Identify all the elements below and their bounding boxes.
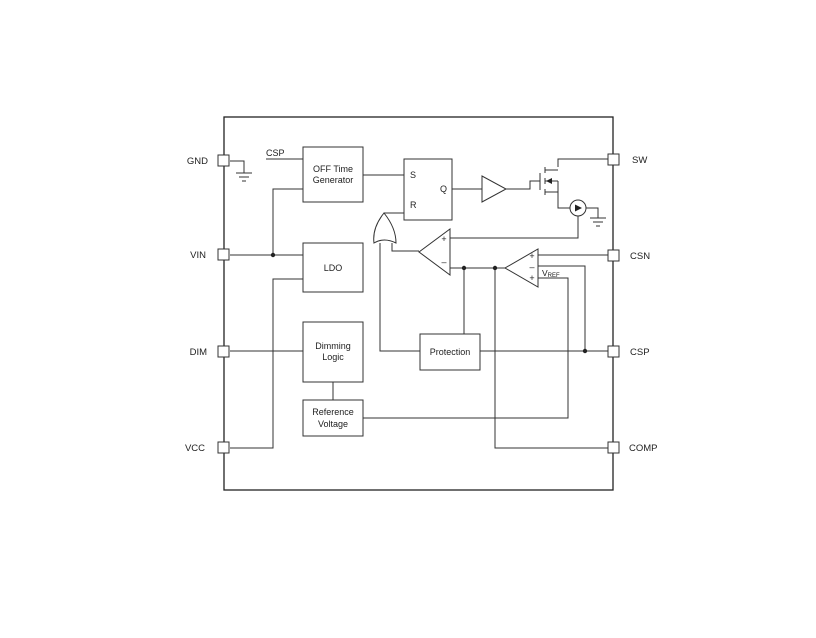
flipflop-s-label: S bbox=[410, 170, 416, 180]
pin-csp-label: CSP bbox=[630, 347, 650, 358]
pin-dim: DIM bbox=[190, 345, 230, 358]
dimming-logic-block: Dimming Logic bbox=[302, 321, 364, 383]
ldo-label: LDO bbox=[324, 263, 343, 273]
dimming-label-line1: Dimming bbox=[315, 341, 351, 351]
comparator1-minus: – bbox=[441, 257, 446, 267]
mosfet-icon bbox=[539, 167, 559, 195]
reference-label-line1: Reference bbox=[312, 407, 354, 417]
dimming-label-line2: Logic bbox=[322, 352, 344, 362]
current-sense-icon bbox=[569, 199, 587, 217]
buffer-icon bbox=[481, 175, 508, 203]
chip-outline bbox=[223, 116, 614, 491]
pin-gnd: GND bbox=[187, 154, 230, 167]
amp-minus: – bbox=[529, 262, 534, 272]
wires bbox=[230, 158, 609, 449]
off-time-generator-block: OFF Time Generator bbox=[302, 146, 364, 203]
pin-sw-label: SW bbox=[632, 155, 647, 166]
current-comparator: + – bbox=[418, 228, 451, 276]
off-time-label-line1: OFF Time bbox=[313, 164, 353, 174]
pin-gnd-label: GND bbox=[187, 156, 208, 167]
vref-label: VREF bbox=[542, 268, 560, 279]
or-gate-icon bbox=[373, 212, 397, 244]
pin-vcc: VCC bbox=[185, 441, 230, 454]
off-time-label-line2: Generator bbox=[313, 175, 354, 185]
ground-icon bbox=[590, 217, 606, 227]
pin-vin-label: VIN bbox=[190, 250, 206, 261]
pin-vin: VIN bbox=[190, 248, 230, 261]
pin-csn: CSN bbox=[607, 249, 650, 262]
pin-comp-label: COMP bbox=[629, 443, 658, 454]
junctions bbox=[270, 252, 588, 354]
pin-csp: CSP bbox=[607, 345, 650, 358]
flipflop-r-label: R bbox=[410, 200, 417, 210]
amp-plus-1: + bbox=[529, 251, 534, 261]
amp-plus-2: + bbox=[529, 273, 534, 283]
pin-comp: COMP bbox=[607, 441, 658, 454]
pin-sw: SW bbox=[607, 153, 647, 166]
ground-icon bbox=[236, 172, 252, 182]
ldo-block: LDO bbox=[302, 242, 364, 293]
csp-input-label: CSP bbox=[266, 148, 285, 158]
sr-flipflop: S R Q bbox=[403, 158, 453, 221]
pin-csn-label: CSN bbox=[630, 251, 650, 262]
comparator1-plus: + bbox=[441, 234, 446, 244]
protection-block: Protection bbox=[419, 333, 481, 371]
pin-dim-label: DIM bbox=[190, 347, 208, 358]
protection-label: Protection bbox=[430, 347, 471, 357]
error-amplifier: + – + VREF bbox=[503, 248, 560, 288]
reference-label-line2: Voltage bbox=[318, 419, 348, 429]
reference-voltage-block: Reference Voltage bbox=[302, 399, 364, 437]
flipflop-q-label: Q bbox=[440, 184, 447, 194]
pin-vcc-label: VCC bbox=[185, 443, 205, 454]
